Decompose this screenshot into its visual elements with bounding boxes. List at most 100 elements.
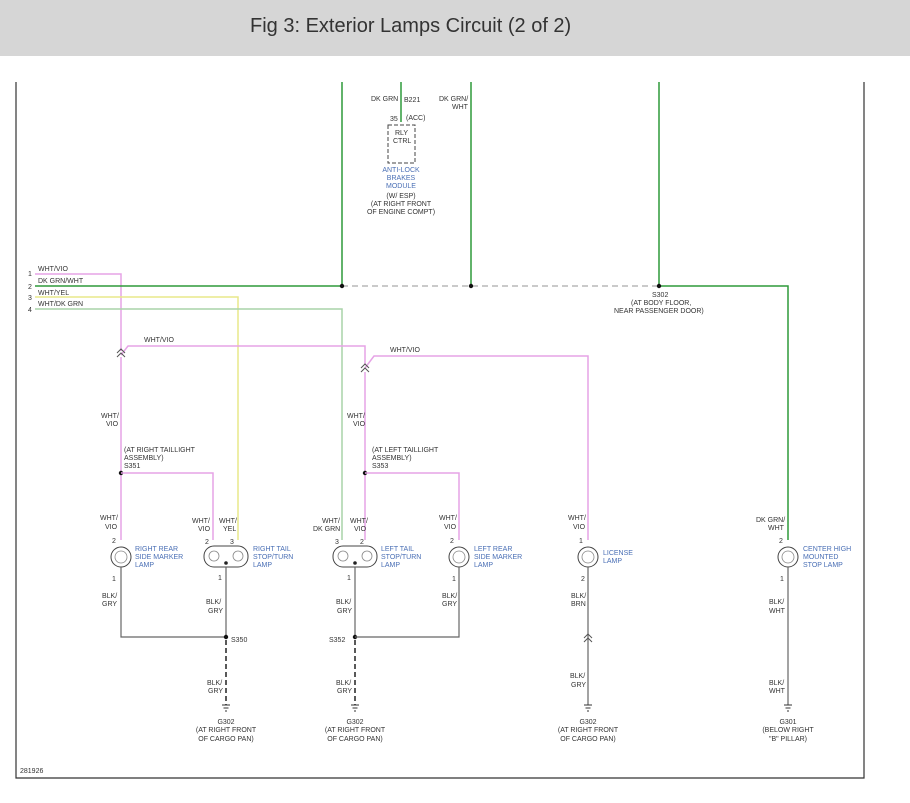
s352-label: S352 [329,637,345,644]
module-acc: (ACC) [406,115,425,122]
connector-chevron [116,348,126,358]
chm-filament [781,550,795,564]
lamp-right-rear-side-marker: WHT/ VIO 2 1 RIGHT REAR SIDE MARKER LAMP… [100,515,183,608]
ground-symbol-icon [584,704,592,712]
chm-pin-top: 2 [779,538,783,545]
lamp-center-high-mounted-stop: DK GRN/ WHT 2 1 CENTER HIGH MOUNTED STOP… [756,517,851,615]
rts-wire1-2: VIO [198,526,211,533]
top-right-wire-label-1: DK GRN/ [439,96,468,103]
s351-location-2: ASSEMBLY) [124,455,164,462]
rsm-name-2: SIDE MARKER [135,554,183,561]
bus-wire-1: WHT/VIO [38,266,68,273]
left-trunk-label-1: WHT/ [347,413,365,420]
bus-wire-4: WHT/DK GRN [38,301,83,308]
rsm-ground-wire [120,567,226,638]
lts-wire1-1: WHT/ [322,518,340,525]
g4-wire-1: BLK/ [769,680,784,687]
lic-name-1: LICENSE [603,550,633,557]
lic-name-2: LAMP [603,558,622,565]
lic-gnd-2: BRN [571,601,586,608]
g2-label: G302 [346,719,363,726]
rts-name-2: STOP/TURN [253,554,293,561]
chm-pin-bottom: 1 [780,576,784,583]
rts-filament-b [232,550,244,562]
right-trunk-label-2: VIO [106,421,119,428]
g2-location-1: (AT RIGHT FRONT [325,727,386,734]
rsm-gnd-1: BLK/ [102,593,117,600]
rts-wire2-1: WHT/ [219,518,237,525]
bus-wire-whtvio [35,273,122,351]
lamp-license: WHT/ VIO 1 2 LICENSE LAMP BLK/ BRN [568,515,633,608]
module-connector: B221 [404,97,420,104]
module-location-2: OF ENGINE COMPT) [367,209,435,216]
wire-to-chmsl [659,285,789,540]
lts-name-2: STOP/TURN [381,554,421,561]
s351-to-rts [121,472,214,540]
lts-name-1: LEFT TAIL [381,546,414,553]
lsm-bulb-icon [448,546,470,568]
module-wire-label: DK GRN [371,96,398,103]
g3-wire-2: GRY [571,682,586,689]
g2-wire-1: BLK/ [336,680,351,687]
g1-location-1: (AT RIGHT FRONT [196,727,257,734]
chm-wire-2: WHT [768,525,785,532]
right-trunk-label-1: WHT/ [101,413,119,420]
ground-symbol-icon [222,704,230,712]
lamp-left-rear-side-marker: WHT/ VIO 2 1 LEFT REAR SIDE MARKER LAMP … [439,515,522,608]
rsm-gnd-2: GRY [102,601,117,608]
lsm-gnd-1: BLK/ [442,593,457,600]
module-location-1: (AT RIGHT FRONT [371,201,432,208]
lic-wire-1: WHT/ [568,515,586,522]
bus-pin-3: 3 [28,295,32,302]
rts-pin-bottom: 1 [218,575,222,582]
g3-location-2: OF CARGO PAN) [560,736,615,743]
lts-pin-a: 3 [335,539,339,546]
whtvio-to-license [364,355,589,540]
lsm-name-1: LEFT REAR [474,546,512,553]
lic-pin-bottom: 2 [581,576,585,583]
chm-gnd-1: BLK/ [769,599,784,606]
rsm-pin-bottom: 1 [112,576,116,583]
figure-id: 281926 [20,768,43,775]
lsm-wire-2: VIO [444,524,457,531]
g1-label: G302 [217,719,234,726]
whtvio-cross-right [120,345,366,365]
bus-pin-2: 2 [28,284,32,291]
g1-location-2: OF CARGO PAN) [198,736,253,743]
rts-ground-dot [224,561,228,565]
s302-label: S302 [652,292,668,299]
lts-gnd-2: GRY [337,608,352,615]
rsm-bulb-icon [110,546,132,568]
bus-wire-3: WHT/YEL [38,290,69,297]
s353-location-2: ASSEMBLY) [372,455,412,462]
whtvio-label-a: WHT/VIO [144,337,174,344]
junction-dot [656,283,662,289]
g4-wire-2: WHT [769,688,786,695]
lic-pin-top: 1 [579,538,583,545]
module-pin: 35 [390,116,398,123]
ground-g301: BLK/ WHT G301 (BELOW RIGHT "B" PILLAR) [762,680,814,743]
ground-symbol-icon [351,704,359,712]
s350-label: S350 [231,637,247,644]
chm-name-2: MOUNTED [803,554,838,561]
bus-pin-1: 1 [28,271,32,278]
g4-location-1: (BELOW RIGHT [762,727,814,734]
s353-label: S353 [372,463,388,470]
module-box [387,124,416,164]
top-right-wire-label-2: WHT [452,104,469,111]
rsm-pin-top: 2 [112,538,116,545]
s302-location-2: NEAR PASSENGER DOOR) [614,308,704,315]
bus-wire-2: DK GRN/WHT [38,278,84,285]
rts-gnd-2: GRY [208,608,223,615]
splice-s350-dot [223,634,229,640]
lsm-name-2: SIDE MARKER [474,554,522,561]
lts-wire2-1: WHT/ [350,518,368,525]
lic-filament [581,550,595,564]
lts-wire1-2: DK GRN [313,526,340,533]
s353-location-1: (AT LEFT TAILLIGHT [372,447,439,454]
lsm-wire-1: WHT/ [439,515,457,522]
ground-g302-a: BLK/ GRY G302 (AT RIGHT FRONT OF CARGO P… [196,680,257,743]
rsm-name-3: LAMP [135,562,154,569]
lts-filament-b [361,550,373,562]
g1-wire-2: GRY [208,688,223,695]
